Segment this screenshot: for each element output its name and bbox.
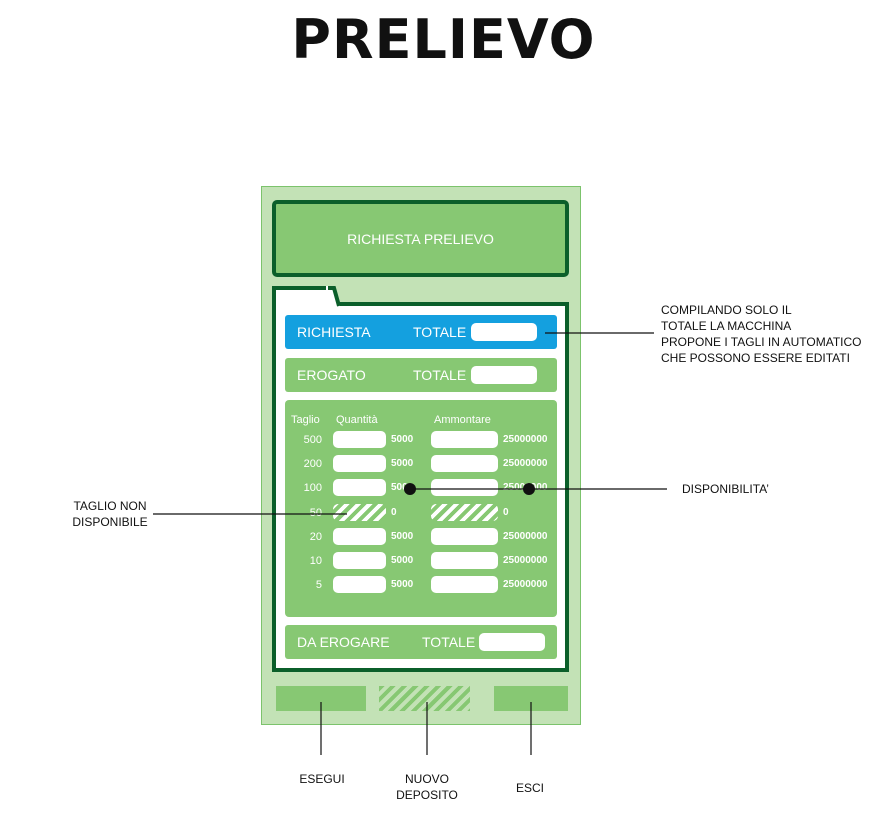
disponibilita-quantita: 5000: [391, 555, 414, 566]
annotation-nuovo-line: NUOVO: [404, 772, 449, 786]
disponibilita-quantita: 5000: [391, 579, 414, 590]
row-taglio: 100: [303, 482, 322, 494]
erogato-totale-label: TOTALE: [413, 367, 467, 383]
tagli-table: [285, 400, 557, 617]
dot-disponibilita-ammontare: [523, 483, 535, 495]
da-erogare-totale-field: [479, 633, 545, 651]
da-erogare-bar: DA EROGARE TOTALE: [285, 625, 557, 659]
annotation-disponibilita: DISPONIBILITA’: [682, 482, 769, 496]
richiesta-totale-field[interactable]: [471, 323, 537, 341]
da-erogare-label: DA EROGARE: [297, 634, 390, 650]
row-taglio: 10: [309, 555, 322, 567]
panel-tab-slope: [326, 286, 341, 310]
annotation-nuovo-line: DEPOSITO: [396, 788, 458, 802]
da-erogare-totale-label: TOTALE: [422, 634, 476, 650]
annotation-compilando-line: COMPILANDO SOLO IL: [661, 303, 792, 317]
ammontare-field[interactable]: [431, 552, 498, 569]
row-taglio: 500: [303, 434, 322, 446]
disponibilita-quantita: 5000: [391, 458, 414, 469]
disponibilita-ammontare: 25000000: [503, 555, 548, 566]
quantita-field[interactable]: [333, 431, 386, 448]
erogato-totale-field: [471, 366, 537, 384]
row-taglio: 20: [309, 531, 322, 543]
annotation-esci: ESCI: [515, 781, 544, 795]
ammontare-field-disabled: [431, 504, 498, 521]
disponibilita-ammontare: 25000000: [503, 434, 548, 445]
disponibilita-ammontare: 25000000: [503, 458, 548, 469]
annotation-taglio-non-disponibile: TAGLIO NON DISPONIBILE: [40, 498, 180, 530]
header-richiesta-prelievo: RICHIESTA PRELIEVO: [272, 200, 569, 277]
ammontare-field[interactable]: [431, 528, 498, 545]
erogato-bar: EROGATO TOTALE: [285, 358, 557, 392]
quantita-field[interactable]: [333, 455, 386, 472]
disponibilita-quantita: 0: [391, 507, 397, 518]
annotation-nuovo-deposito: NUOVO DEPOSITO: [387, 771, 467, 803]
ammontare-field[interactable]: [431, 479, 498, 496]
ammontare-field[interactable]: [431, 576, 498, 593]
nuovo-deposito-button: [379, 686, 470, 711]
annotation-esegui: ESEGUI: [299, 772, 345, 786]
richiesta-totale-label: TOTALE: [413, 324, 467, 340]
erogato-label: EROGATO: [297, 367, 366, 383]
row-taglio: 5: [315, 579, 322, 591]
header-label: RICHIESTA PRELIEVO: [347, 230, 494, 247]
disponibilita-ammontare: 0: [503, 507, 509, 518]
disponibilita-quantita: 5000: [391, 531, 414, 542]
quantita-field[interactable]: [333, 552, 386, 569]
richiesta-bar: RICHIESTA TOTALE: [285, 315, 557, 349]
annotation-compilando: COMPILANDO SOLO IL TOTALE LA MACCHINA PR…: [661, 302, 861, 366]
annotation-taglio-line: TAGLIO NON: [73, 499, 147, 513]
annotation-compilando-line: PROPONE I TAGLI IN AUTOMATICO: [661, 335, 862, 349]
disponibilita-ammontare: 25000000: [503, 531, 548, 542]
annotation-taglio-line: DISPONIBILE: [72, 515, 148, 529]
row-taglio: 200: [303, 458, 322, 470]
richiesta-label: RICHIESTA: [297, 324, 371, 340]
page-title: PRELIEVO: [291, 8, 596, 71]
disponibilita-quantita: 5000: [391, 434, 414, 445]
quantita-field[interactable]: [333, 528, 386, 545]
disponibilita-ammontare: 25000000: [503, 579, 548, 590]
annotation-compilando-line: TOTALE LA MACCHINA: [661, 319, 792, 333]
ammontare-field[interactable]: [431, 455, 498, 472]
quantita-field[interactable]: [333, 479, 386, 496]
annotation-compilando-line: CHE POSSONO ESSERE EDITATI: [661, 351, 850, 365]
quantita-field-disabled: [333, 504, 386, 521]
quantita-field[interactable]: [333, 576, 386, 593]
disponibilita-quantita: 5000: [391, 482, 414, 493]
col-header-quantita: Quantità: [336, 414, 378, 426]
row-taglio: 50: [309, 507, 322, 519]
col-header-ammontare: Ammontare: [434, 414, 491, 426]
ammontare-field[interactable]: [431, 431, 498, 448]
col-header-taglio: Taglio: [291, 414, 320, 426]
dot-disponibilita-quantita: [404, 483, 416, 495]
